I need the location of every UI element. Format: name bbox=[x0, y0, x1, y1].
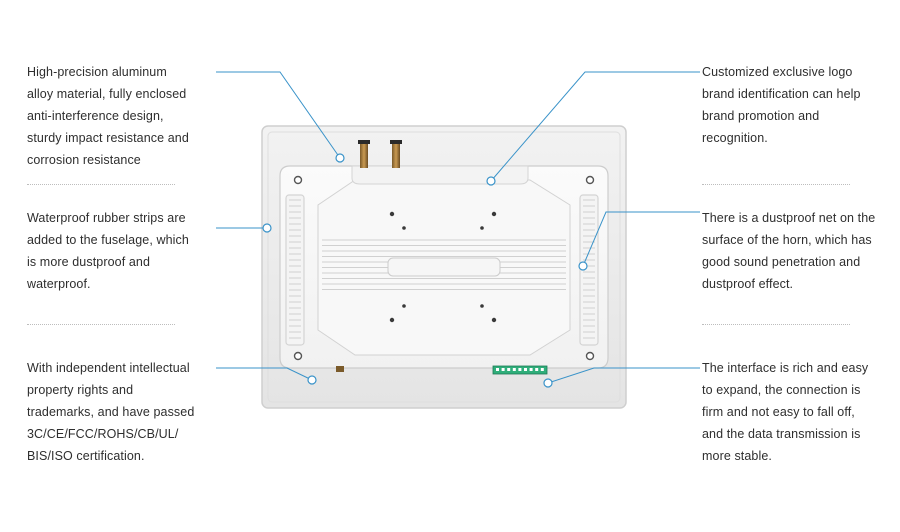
device-housing-inner-edge bbox=[267, 131, 621, 403]
callout-line: The interface is rich and easy bbox=[702, 361, 869, 375]
terminal-pin bbox=[540, 368, 544, 371]
callout-dustproof-net: There is a dustproof net on the surface … bbox=[702, 207, 875, 295]
mounting-holes bbox=[389, 211, 497, 323]
terminal-pin bbox=[518, 368, 522, 371]
callout-line: There is a dustproof net on the bbox=[702, 211, 876, 225]
callout-line: firm and not easy to fall off, bbox=[702, 405, 855, 419]
logo-area bbox=[351, 165, 529, 185]
terminal-pin bbox=[496, 368, 499, 371]
marker-certification bbox=[307, 375, 317, 385]
callout-line: to expand, the connection is bbox=[702, 383, 861, 397]
marker-net bbox=[578, 261, 588, 271]
center-badge bbox=[387, 257, 501, 277]
callout-line: anti-interference design, bbox=[27, 109, 164, 123]
marker-housing bbox=[335, 153, 345, 163]
terminal-pin bbox=[535, 368, 539, 371]
callout-line: Waterproof rubber strips are bbox=[27, 211, 186, 225]
callout-line: waterproof. bbox=[27, 277, 91, 291]
leader-certification bbox=[216, 367, 313, 381]
small-port bbox=[336, 366, 344, 372]
divider-left-2 bbox=[27, 324, 175, 325]
callout-line: surface of the horn, which has bbox=[702, 233, 872, 247]
callout-housing-material: High-precision aluminum alloy material, … bbox=[27, 61, 189, 171]
callout-line: trademarks, and have passed bbox=[27, 405, 195, 419]
callout-line: With independent intellectual bbox=[27, 361, 190, 375]
callout-waterproof-strips: Waterproof rubber strips are added to th… bbox=[27, 207, 189, 295]
callout-line: recognition. bbox=[702, 131, 768, 145]
callout-line: more stable. bbox=[702, 449, 772, 463]
callout-line: brand identification can help bbox=[702, 87, 861, 101]
callout-certification: With independent intellectual property r… bbox=[27, 357, 194, 467]
leader-interface bbox=[547, 367, 700, 384]
terminal-pin bbox=[507, 368, 511, 371]
callout-line: sturdy impact resistance and bbox=[27, 131, 189, 145]
callout-line: is more dustproof and bbox=[27, 255, 150, 269]
callout-line: 3C/CE/FCC/ROHS/CB/UL/ bbox=[27, 427, 179, 441]
terminal-pin bbox=[529, 368, 533, 371]
callout-line: High-precision aluminum bbox=[27, 65, 167, 79]
terminal-pin bbox=[512, 368, 516, 371]
callout-line: added to the fuselage, which bbox=[27, 233, 189, 247]
callout-line: corrosion resistance bbox=[27, 153, 141, 167]
callout-line: alloy material, fully enclosed bbox=[27, 87, 187, 101]
callout-interfaces: The interface is rich and easy to expand… bbox=[702, 357, 868, 467]
callout-line: good sound penetration and bbox=[702, 255, 861, 269]
callout-line: dustproof effect. bbox=[702, 277, 794, 291]
callout-line: Customized exclusive logo bbox=[702, 65, 853, 79]
callout-markers bbox=[262, 153, 588, 388]
leader-lines bbox=[216, 71, 700, 384]
leader-housing bbox=[216, 71, 341, 159]
corner-screws bbox=[293, 175, 595, 361]
callout-custom-logo: Customized exclusive logo brand identifi… bbox=[702, 61, 861, 149]
marker-interface bbox=[543, 378, 553, 388]
callout-line: BIS/ISO certification. bbox=[27, 449, 145, 463]
leader-logo bbox=[490, 71, 700, 182]
divider-left-1 bbox=[27, 184, 175, 185]
callout-line: property rights and bbox=[27, 383, 134, 397]
marker-logo bbox=[486, 176, 496, 186]
antenna-connectors bbox=[358, 140, 402, 168]
divider-right-1 bbox=[702, 184, 850, 185]
terminal-pin bbox=[501, 368, 505, 371]
callout-line: brand promotion and bbox=[702, 109, 820, 123]
callout-line: and the data transmission is bbox=[702, 427, 861, 441]
marker-strips bbox=[262, 223, 272, 233]
divider-right-2 bbox=[702, 324, 850, 325]
leader-net bbox=[582, 211, 700, 267]
terminal-pin bbox=[524, 368, 527, 371]
